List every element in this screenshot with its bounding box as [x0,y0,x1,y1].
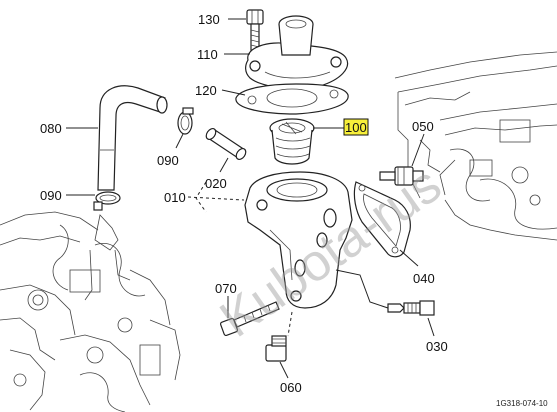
callout-030[interactable]: 030 [426,339,448,354]
callout-110[interactable]: 110 [197,47,218,62]
callout-090-upper[interactable]: 090 [157,153,179,168]
thermostat-cover-110 [245,15,349,90]
callout-070[interactable]: 070 [215,281,237,296]
callout-010[interactable]: 010 [164,190,186,205]
drain-plug-060 [265,335,287,362]
callout-050[interactable]: 050 [412,119,434,134]
callout-040[interactable]: 040 [413,271,435,286]
callout-080[interactable]: 080 [40,121,62,136]
bolt-130 [246,9,264,55]
clamp-090-upper [177,107,194,135]
drawing-code: 1G318-074-10 [496,399,548,408]
thermostat-housing-010 [244,171,353,309]
callout-090-lower[interactable]: 090 [40,188,62,203]
callout-060[interactable]: 060 [280,380,302,395]
pipe-020 [205,127,247,161]
highlight-box-100 [343,118,369,136]
callout-020[interactable]: 020 [205,176,227,191]
thermostat-100 [269,118,315,165]
engine-block-left [0,211,181,412]
sensor-050 [379,166,424,186]
gasket-120 [235,83,349,115]
bolt-070 [219,301,280,337]
plug-030 [387,300,435,316]
gasket-040 [353,181,411,258]
hose-080 [97,85,168,191]
engine-block-right [394,51,557,241]
clamp-090-lower [93,191,121,211]
callout-100[interactable]: 100 [345,120,367,135]
callout-120[interactable]: 120 [195,83,217,98]
callout-130[interactable]: 130 [198,12,220,27]
